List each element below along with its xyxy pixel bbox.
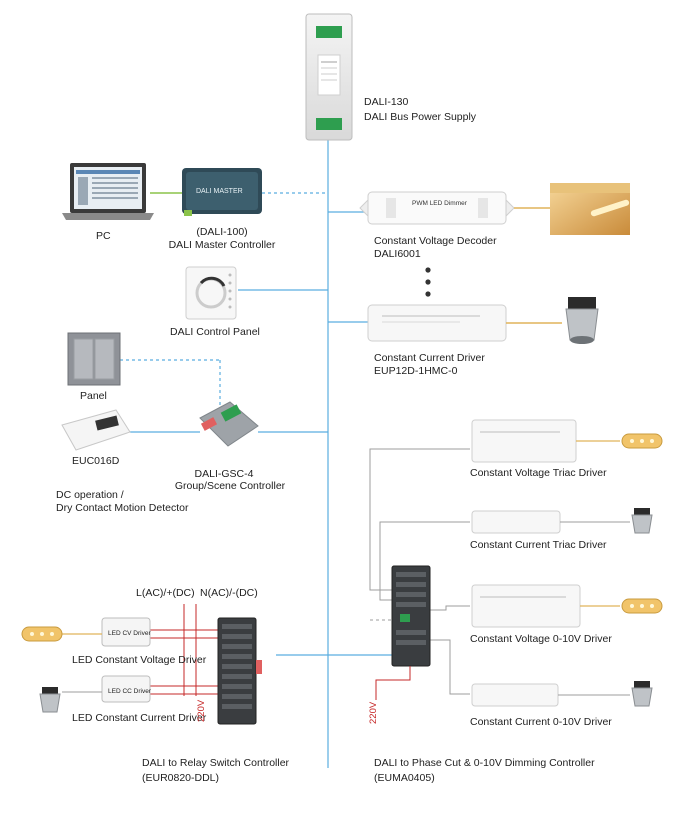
pc-laptop-icon (62, 163, 154, 220)
triac-cv-label: Constant Voltage Triac Driver (470, 467, 607, 479)
eur0820-relay-controller (217, 617, 262, 725)
dimmer-voltage: 220V (368, 701, 379, 724)
dali-bus-power-supply (305, 13, 353, 141)
driver-branch-lines (369, 448, 470, 695)
pc-label: PC (96, 230, 111, 242)
dimmer-name: DALI to Phase Cut & 0-10V Dimming Contro… (374, 757, 595, 769)
downlight-icon (631, 681, 653, 707)
triac-cc-label: Constant Current Triac Driver (470, 539, 607, 551)
led-strip-icon (21, 626, 63, 642)
cc-triac-driver-device (471, 510, 561, 534)
downlight-icon (565, 297, 599, 344)
control-panel-label: DALI Control Panel (170, 326, 260, 338)
relay-cv-label: LED Constant Voltage Driver (72, 654, 207, 666)
cc-driver-model: EUP12D-1HMC-0 (374, 365, 458, 377)
power-supply-name: DALI Bus Power Supply (364, 111, 477, 123)
euc-model: EUC016D (72, 455, 120, 467)
cv-decoder-device (359, 191, 515, 225)
v010-cc-label: Constant Current 0-10V Driver (470, 716, 612, 728)
relay-cc-box-text: LED CC Driver (108, 688, 151, 695)
cv-decoder-case-text: PWM LED Dimmer (412, 200, 467, 207)
led-cv-driver-box (101, 617, 151, 647)
dali-bus-lines (120, 140, 392, 768)
dali-master-controller (182, 168, 262, 216)
euc016d-detector (61, 409, 131, 451)
led-strip-room-image (550, 183, 630, 235)
relay-line-l: L(AC)/+(DC) (136, 587, 195, 599)
downlight-icon (39, 687, 61, 713)
v010-cv-label: Constant Voltage 0-10V Driver (470, 633, 612, 645)
cv-0-10v-driver-device (471, 584, 581, 628)
downlight-icon (631, 508, 653, 534)
relay-model: (EUR0820-DDL) (142, 772, 220, 784)
relay-cv-box-text: LED CV Driver (108, 630, 151, 637)
euc-desc-2: Dry Contact Motion Detector (56, 502, 189, 514)
panel-switch (67, 332, 121, 386)
cv-triac-driver-device (471, 419, 577, 463)
relay-name: DALI to Relay Switch Controller (142, 757, 290, 769)
euma0405-dimming-controller (391, 565, 431, 667)
master-model: (DALI-100) (196, 226, 248, 238)
led-strip-icon (621, 598, 663, 614)
cc-driver-device (367, 304, 507, 342)
led-cc-driver-box (101, 675, 151, 703)
master-screen-text: DALI MASTER (196, 188, 243, 195)
led-strip-icon (621, 433, 663, 449)
dimmer-mains-line (375, 666, 411, 700)
continuation-dots (425, 267, 431, 297)
relay-cc-label: LED Constant Current Driver (72, 712, 207, 724)
euc-desc-1: DC operation / (56, 489, 124, 501)
gsc-name: Group/Scene Controller (174, 480, 286, 492)
relay-supply-lines (146, 604, 262, 696)
panel-label: Panel (80, 390, 107, 402)
master-name: DALI Master Controller (168, 239, 276, 251)
cv-decoder-name: Constant Voltage Decoder (374, 235, 497, 247)
dali-gsc-4-controller (199, 401, 259, 447)
cv-decoder-model: DALI6001 (374, 248, 421, 260)
cc-driver-name: Constant Current Driver (374, 352, 485, 364)
dali-control-panel (185, 266, 237, 320)
relay-line-n: N(AC)/-(DC) (200, 587, 258, 599)
power-supply-model: DALI-130 (364, 96, 409, 108)
cc-0-10v-driver-device (471, 683, 559, 707)
gsc-model: DALI-GSC-4 (194, 468, 254, 480)
relay-voltage: 220V (196, 699, 207, 722)
dimmer-model: (EUMA0405) (374, 772, 435, 784)
